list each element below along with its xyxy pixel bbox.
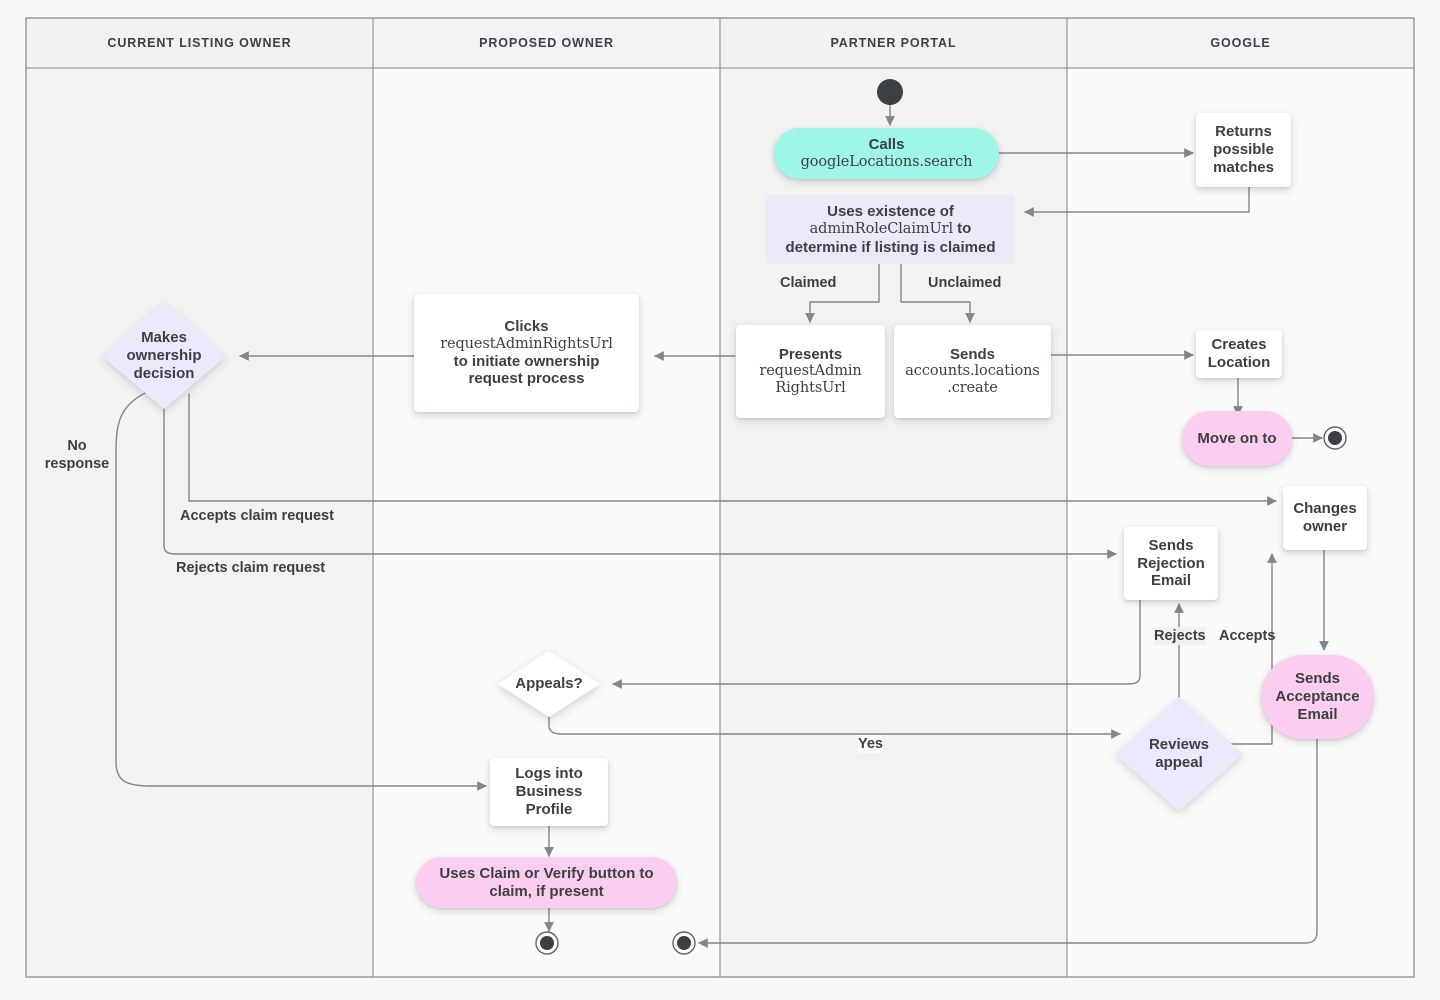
- node-uses-claim-or-verify-button[interactable]: Uses Claim or Verify button to claim, if…: [416, 857, 677, 908]
- lane-header-proposed-owner: PROPOSED OWNER: [373, 18, 720, 68]
- node-line-2: requestAdminRightsUrl: [440, 335, 613, 352]
- edge-label-accepts-claim-request: Accepts claim request: [180, 507, 334, 525]
- node-reviews-appeal[interactable]: Reviews appeal: [1131, 729, 1227, 779]
- lane-header-label: CURRENT LISTING OWNER: [107, 36, 292, 50]
- node-clicks-request-admin-rights-url[interactable]: Clicks requestAdminRightsUrl to initiate…: [414, 294, 639, 412]
- node-line-2: accounts.locations: [905, 363, 1040, 380]
- node-line-2-suffix: to: [953, 220, 972, 238]
- node-line-1: Uses existence of: [827, 202, 954, 220]
- node-line-1: Clicks: [504, 317, 549, 335]
- end-terminal-proposed-owner: [535, 931, 559, 955]
- edge-label-rejects: Rejects: [1154, 627, 1206, 646]
- edge-reviews-accepts: [1218, 553, 1277, 745]
- edge-rejectionemail-to-appeals: [612, 599, 1141, 689]
- node-line-2: googleLocations.search: [800, 153, 973, 170]
- edge-label-yes: Yes: [858, 735, 883, 754]
- node-code-token: adminRoleClaimUrl: [809, 221, 954, 238]
- node-label: Changes owner: [1293, 500, 1357, 535]
- lane-header-partner-portal: PARTNER PORTAL: [720, 18, 1067, 68]
- edge-label-text: Accepts claim request: [180, 508, 334, 524]
- node-line-1: Presents: [778, 345, 843, 363]
- edge-decision-no-response: [115, 385, 487, 791]
- edge-uses-to-sends-create: [900, 263, 975, 323]
- node-label: Sends Rejection Email: [1137, 536, 1205, 590]
- start-terminal-circle: [877, 79, 903, 105]
- node-label: Appeals?: [515, 675, 583, 693]
- node-logs-into-business-profile[interactable]: Logs into Business Profile: [490, 758, 608, 826]
- edge-label-claimed: Claimed: [780, 274, 836, 292]
- node-line-3: RightsUrl: [775, 380, 846, 397]
- lane-header-label: GOOGLE: [1210, 36, 1271, 50]
- edge-decision-accepts: [188, 393, 1277, 506]
- edge-appeals-yes-to-reviews: [548, 715, 1121, 739]
- node-line-3: to initiate ownership: [453, 352, 600, 370]
- lane-header-label: PARTNER PORTAL: [830, 36, 957, 50]
- node-calls-google-locations-search[interactable]: Calls googleLocations.search: [774, 128, 999, 179]
- node-line-2: adminRoleClaimUrl to: [810, 220, 972, 238]
- node-label: Move on to: [1197, 429, 1277, 447]
- node-label: Returns possible matches: [1213, 123, 1274, 176]
- node-creates-location[interactable]: Creates Location: [1196, 330, 1282, 378]
- edge-acceptance-to-end-partner: [698, 737, 1318, 948]
- edge-label-accepts: Accepts: [1219, 627, 1275, 645]
- node-returns-possible-matches[interactable]: Returns possible matches: [1196, 113, 1291, 187]
- node-makes-ownership-decision-shape: [102, 303, 226, 409]
- node-line-3: .create: [947, 380, 998, 397]
- edge-label-text: Accepts: [1219, 628, 1276, 644]
- edge-label-text-line-1: No: [67, 438, 87, 454]
- edge-label-text: Unclaimed: [928, 275, 1002, 291]
- node-sends-acceptance-email[interactable]: Sends Acceptance Email: [1261, 655, 1374, 739]
- end-terminal-google: [1323, 426, 1347, 450]
- node-appeals[interactable]: Appeals?: [504, 670, 594, 698]
- edge-uses-to-presents: [805, 263, 880, 323]
- lane-header-google: GOOGLE: [1067, 18, 1414, 68]
- node-line-1: Calls: [868, 136, 905, 154]
- edge-label-text: Rejects: [1154, 628, 1206, 644]
- node-reviews-appeal-shape: [1115, 697, 1243, 811]
- node-move-on-to[interactable]: Move on to: [1182, 411, 1292, 466]
- node-label: Makes ownership decision: [126, 329, 202, 382]
- end-terminal-partner-portal: [672, 931, 696, 955]
- node-makes-ownership-decision[interactable]: Makes ownership decision: [114, 320, 214, 392]
- edge-label-text: Yes: [858, 736, 883, 752]
- node-sends-accounts-locations-create[interactable]: Sends accounts.locations .create: [894, 325, 1051, 418]
- node-line-4: request process: [468, 370, 585, 388]
- node-label: Logs into Business Profile: [515, 765, 583, 818]
- node-presents-request-admin-rights-url[interactable]: Presents requestAdmin RightsUrl: [736, 325, 885, 418]
- edge-returns-to-uses: [1024, 183, 1250, 217]
- lane-header-label: PROPOSED OWNER: [479, 36, 614, 50]
- node-line-3: determine if listing is claimed: [785, 238, 996, 256]
- edge-label-unclaimed: Unclaimed: [928, 274, 1001, 292]
- node-label: Reviews appeal: [1148, 736, 1210, 771]
- edge-label-text: Claimed: [780, 275, 837, 291]
- edge-label-text-line-2: response: [44, 456, 110, 473]
- edge-label-no-response: No response: [44, 437, 110, 473]
- node-line-1: Sends: [949, 345, 995, 363]
- edge-label-text: Rejects claim request: [176, 560, 326, 576]
- node-label: Sends Acceptance Email: [1275, 670, 1360, 723]
- node-changes-owner[interactable]: Changes owner: [1283, 486, 1367, 550]
- lane-header-current-listing-owner: CURRENT LISTING OWNER: [26, 18, 373, 68]
- edge-decision-rejects: [163, 393, 1117, 559]
- node-label: Creates Location: [1207, 336, 1271, 371]
- node-appeals-shape: [498, 651, 600, 717]
- node-uses-existence-of-admin-role-claim-url[interactable]: Uses existence of adminRoleClaimUrl to d…: [766, 195, 1015, 264]
- edge-label-rejects-claim-request: Rejects claim request: [176, 559, 325, 577]
- node-line-2: requestAdmin: [759, 363, 862, 380]
- node-label: Uses Claim or Verify button to claim, if…: [439, 864, 654, 900]
- node-sends-rejection-email[interactable]: Sends Rejection Email: [1124, 527, 1218, 600]
